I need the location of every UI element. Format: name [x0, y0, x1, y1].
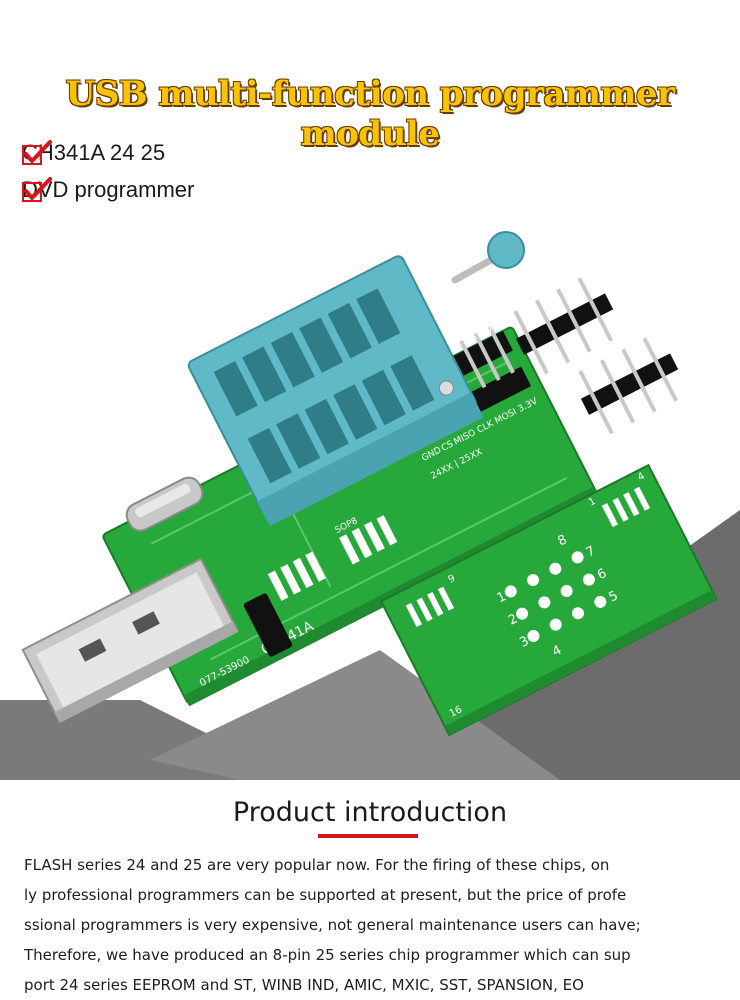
- feature-item: CH341A 24 25: [22, 140, 165, 166]
- adapter-pin-num-16: 16: [448, 704, 464, 720]
- check-icon: [22, 177, 52, 202]
- intro-line: FLASH series 24 and 25 are very popular …: [24, 856, 610, 874]
- usb-connector: [21, 557, 239, 723]
- intro-title-underline: [318, 834, 418, 838]
- intro-title: Product introduction: [232, 797, 508, 828]
- pin-label-cs: CS: [440, 439, 455, 453]
- crystal-oscillator: [125, 476, 204, 532]
- jumper-cap: [243, 593, 293, 657]
- feature-text: DVD programmer: [22, 177, 195, 202]
- zif-lever-knob: [487, 231, 525, 269]
- adapter-pin-num-1b: 1: [587, 496, 598, 509]
- adapter-pin-num-4b: 4: [636, 471, 647, 484]
- headline: USB multi-function programmer module: [65, 74, 675, 154]
- intro-line: ly professional programmers can be suppo…: [24, 886, 627, 904]
- product-illustration: CH341A 077-53900 GND CS MISO CLK MOSI 3.…: [0, 231, 740, 780]
- intro-line: ssional programmers is very expensive, n…: [24, 916, 641, 934]
- check-icon: [22, 140, 52, 165]
- header-strip-top: [513, 277, 614, 375]
- sop-adapter-board: 1 2 3 4 5 6 7 8 16 9 1 4: [379, 463, 718, 737]
- intro-body: FLASH series 24 and 25 are very popular …: [24, 850, 724, 1000]
- intro-line: Therefore, we have produced an 8-pin 25 …: [24, 946, 631, 964]
- background-slant-mid: [150, 650, 560, 780]
- header-strip-bottom: [578, 337, 679, 435]
- product-hero: CH341A 077-53900 GND CS MISO CLK MOSI 3.…: [0, 74, 740, 780]
- adapter-pin-num-9: 9: [447, 573, 458, 586]
- intro-line: port 24 series EEPROM and ST, WINB IND, …: [24, 976, 584, 994]
- zif-socket: [187, 255, 484, 527]
- feature-item: DVD programmer: [22, 177, 194, 203]
